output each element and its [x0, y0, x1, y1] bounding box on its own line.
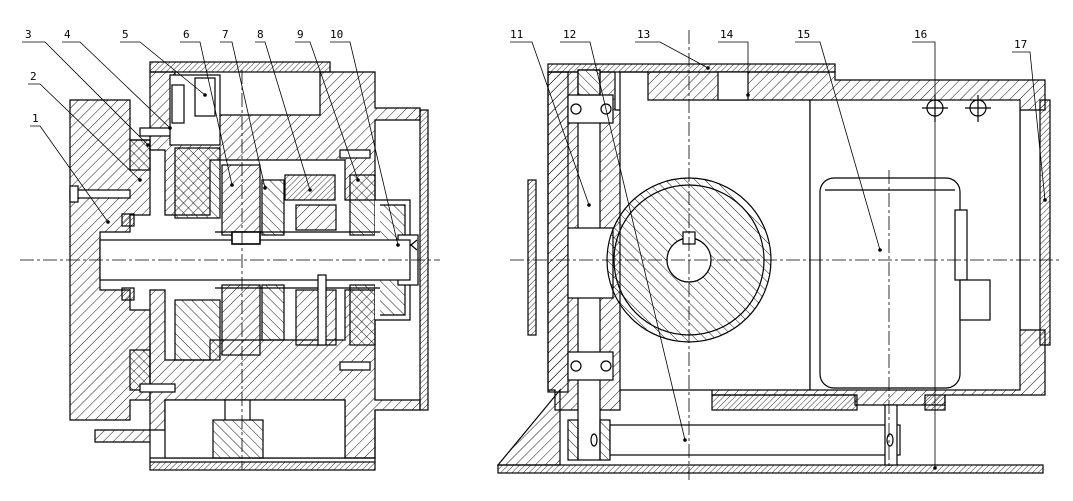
- worm-gear-upper: [221, 164, 261, 236]
- flange-bolt-upper: [69, 189, 131, 199]
- callout-8: 8: [257, 28, 264, 41]
- callout-12: 12: [563, 28, 576, 41]
- end-plate-right: [1039, 99, 1051, 346]
- motor-frame: [819, 177, 961, 389]
- callout-5: 5: [122, 28, 129, 41]
- worm-gear-lower: [221, 284, 261, 356]
- callout-9: 9: [297, 28, 304, 41]
- callout-leaders: [22, 41, 1046, 468]
- end-bearing-upper: [349, 174, 376, 236]
- shaft-key: [231, 231, 261, 245]
- callout-2: 2: [30, 70, 37, 83]
- callout-15: 15: [797, 28, 810, 41]
- callout-7: 7: [222, 28, 229, 41]
- callout-3: 3: [25, 28, 32, 41]
- flange-face-ring: [129, 139, 151, 171]
- callout-16: 16: [914, 28, 927, 41]
- callout-11: 11: [510, 28, 523, 41]
- gear-carrier-lower: [174, 299, 221, 361]
- gear-carrier-upper: [174, 147, 221, 219]
- bottom-plate-right: [497, 464, 1044, 474]
- nut-lower: [295, 289, 337, 346]
- callout-dots: [106, 66, 1047, 470]
- top-cover-plate: [149, 61, 331, 73]
- side-cover-plate: [527, 179, 537, 336]
- bottom-block: [212, 419, 264, 459]
- callout-13: 13: [637, 28, 650, 41]
- callout-17: 17: [1014, 38, 1027, 51]
- lower-base: [496, 388, 561, 466]
- bottom-plate: [149, 461, 376, 471]
- flange-bolt-lower: [139, 383, 176, 393]
- callout-1: 1: [32, 112, 39, 125]
- callout-10: 10: [330, 28, 343, 41]
- spacer-lower: [261, 284, 285, 341]
- callout-14: 14: [720, 28, 734, 41]
- left-section-view: [69, 61, 429, 471]
- flange-bolt-head-upper: [69, 185, 79, 203]
- end-bearing-lower: [349, 284, 376, 346]
- right-section-view: [496, 63, 1051, 474]
- callout-4: 4: [64, 28, 71, 41]
- spring-block-upper: [284, 174, 336, 201]
- left-wall: [547, 71, 569, 393]
- nut-upper: [295, 204, 337, 231]
- callout-6: 6: [183, 28, 190, 41]
- spacer-upper: [261, 179, 285, 236]
